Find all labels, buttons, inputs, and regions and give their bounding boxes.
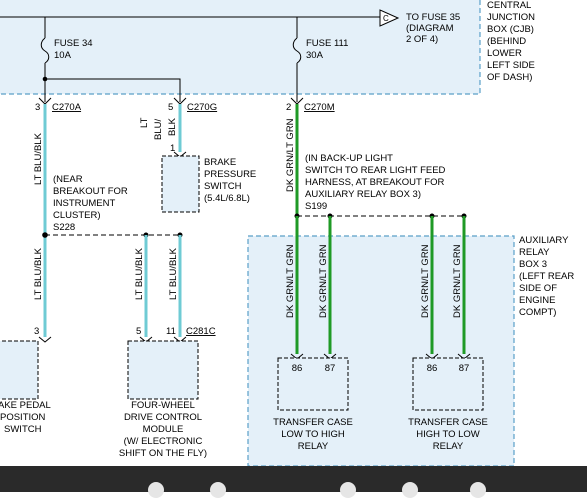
relay-high-box [412,357,484,411]
c270a-label: C270A [52,102,82,113]
toolbar-icon-4[interactable] [402,482,418,498]
wire-label-fwd-a: LT BLU/BLK [134,247,145,300]
fuse-111-rating: 30A [306,50,324,61]
c270m-label: C270M [304,102,335,113]
fwd-label-line2: DRIVE CONTROL [124,412,202,423]
connector-c-triangle [379,9,400,27]
bpp-label-line2: POSITION [0,412,46,423]
s199-label: S199 [305,201,327,212]
to-fuse-line2: (DIAGRAM [406,23,454,34]
wire-label-c270m: DK GRN/LT GRN [285,118,296,192]
fuse34-branch [45,78,181,102]
fwd-pin-a: 5 [136,326,141,337]
relay-high-pin-86: 86 [427,363,438,374]
s228-note-line4: CLUSTER) [53,210,101,221]
relay-low-pin-87: 87 [325,363,336,374]
aux-label-line7: COMPT) [519,307,556,318]
aux-label-line3: BOX 3 [519,259,547,270]
cjb-label-line5: LOWER [487,48,522,59]
s199-note-line2: SWITCH TO REAR LIGHT FEED [305,165,446,176]
bpp-label-line1: AKE PEDAL [0,400,51,411]
to-fuse-line3: 2 OF 4) [406,34,438,45]
relay-high-pin-87: 87 [459,363,470,374]
fuse-34-name: FUSE 34 [54,38,93,49]
relay-high-label-3: RELAY [433,441,464,452]
fwd-label-line4: (W/ ELECTRONIC [124,436,203,447]
relay-high-label-1: TRANSFER CASE [408,417,488,428]
viewer-toolbar [0,466,587,498]
relay-low-pin-86: 86 [292,363,303,374]
connector-c-letter: C [383,14,389,23]
fuse-111-symbol [292,37,302,64]
fwd-pin-b: 11 [166,326,176,337]
cjb-box [0,0,481,95]
c270g-pin: 5 [168,102,173,113]
wiring-diagram: FUSE 34 10A FUSE 111 30A C TO FUSE 35 (D… [0,0,574,466]
bps-label-line2: PRESSURE [204,169,256,180]
relay-low-label-3: RELAY [298,441,329,452]
cjb-label-line3: BOX (CJB) [487,24,534,35]
wire-label-bpp: LT BLU/BLK [33,247,44,300]
bpp-chevron [38,336,52,343]
bps-label-line3: SWITCH [204,181,242,192]
fwd-label-line1: FOUR-WHEEL [131,400,195,411]
c270g-label: C270G [187,102,217,113]
toolbar-icon-2[interactable] [210,482,226,498]
toolbar-icon-5[interactable] [470,482,486,498]
aux-label-line1: AUXILIARY [519,235,569,246]
wire-label-low-86: DK GRN/LT GRN [285,244,296,318]
aux-label-line4: (LEFT REAR [519,271,574,282]
cjb-label-line7: OF DASH) [487,72,532,83]
c270m-pin: 2 [286,102,291,113]
bps-label-line4: (5.4L/6.8L) [204,193,250,204]
aux-label-line6: ENGINE [519,295,555,306]
to-fuse-line1: TO FUSE 35 [406,12,460,23]
aux-label-line2: RELAY [519,247,550,258]
fwd-module-box [127,340,199,400]
aux-relay-box [247,235,515,466]
s228-note-line2: BREAKOUT FOR [53,186,128,197]
toolbar-icon-1[interactable] [148,482,164,498]
s199-note-line3: HARNESS, AT BREAKOUT FOR [305,177,445,188]
fwd-label-line3: MODULE [143,424,184,435]
auxiliary-relay-box: DK GRN/LT GRN DK GRN/LT GRN DK GRN/LT GR… [247,213,515,466]
wire-label-fwd-b: LT BLU/BLK [168,247,179,300]
s228-label: S228 [53,222,75,233]
central-junction-box: FUSE 34 10A FUSE 111 30A C TO FUSE 35 (D… [0,0,535,95]
relay-low-box [277,357,349,411]
cjb-label-line4: (BEHIND [487,36,526,47]
wire-label-c270a: LT BLU/BLK [33,132,44,185]
wire-label-c270g-1: LT [139,117,150,128]
s228-note-line3: INSTRUMENT [53,198,115,209]
s199-note-line1: (IN BACK-UP LIGHT [305,153,393,164]
c281c-label: C281C [186,326,216,337]
fwd-label-line5: SHIFT ON THE FLY) [119,448,207,459]
fuse-111-name: FUSE 111 [306,38,348,49]
brake-pressure-switch-box [161,155,200,213]
bps-label-line1: BRAKE [204,157,236,168]
brake-switch-pin: 1 [170,143,175,154]
wire-label-high-87: DK GRN/LT GRN [452,244,463,318]
c270a-pin: 3 [35,102,40,113]
brake-pedal-switch-box [0,340,39,400]
wire-label-c270g-2: BLU/ [153,119,164,140]
s228-note-line1: (NEAR [53,174,83,185]
aux-label-line5: SIDE OF [519,283,557,294]
wire-label-high-86: DK GRN/LT GRN [420,244,431,318]
relay-high-label-2: HIGH TO LOW [416,429,480,440]
cjb-label-line2: JUNCTION [487,12,535,23]
toolbar-icon-3[interactable] [340,482,356,498]
relay-low-label-2: LOW TO HIGH [281,429,345,440]
fuse-34-rating: 10A [54,50,72,61]
wire-label-c270g-3: BLK [167,117,178,136]
s199-note-line4: AUXILIARY RELAY BOX 3) [305,189,421,200]
wire-label-low-87: DK GRN/LT GRN [318,244,329,318]
bpp-label-line3: SWITCH [4,424,42,435]
relay-low-label-1: TRANSFER CASE [273,417,353,428]
cjb-label-line6: LEFT SIDE [487,60,535,71]
cjb-label-line1: CENTRAL [487,0,531,11]
fuse-34-symbol [40,37,50,64]
bpp-pin: 3 [34,326,39,337]
